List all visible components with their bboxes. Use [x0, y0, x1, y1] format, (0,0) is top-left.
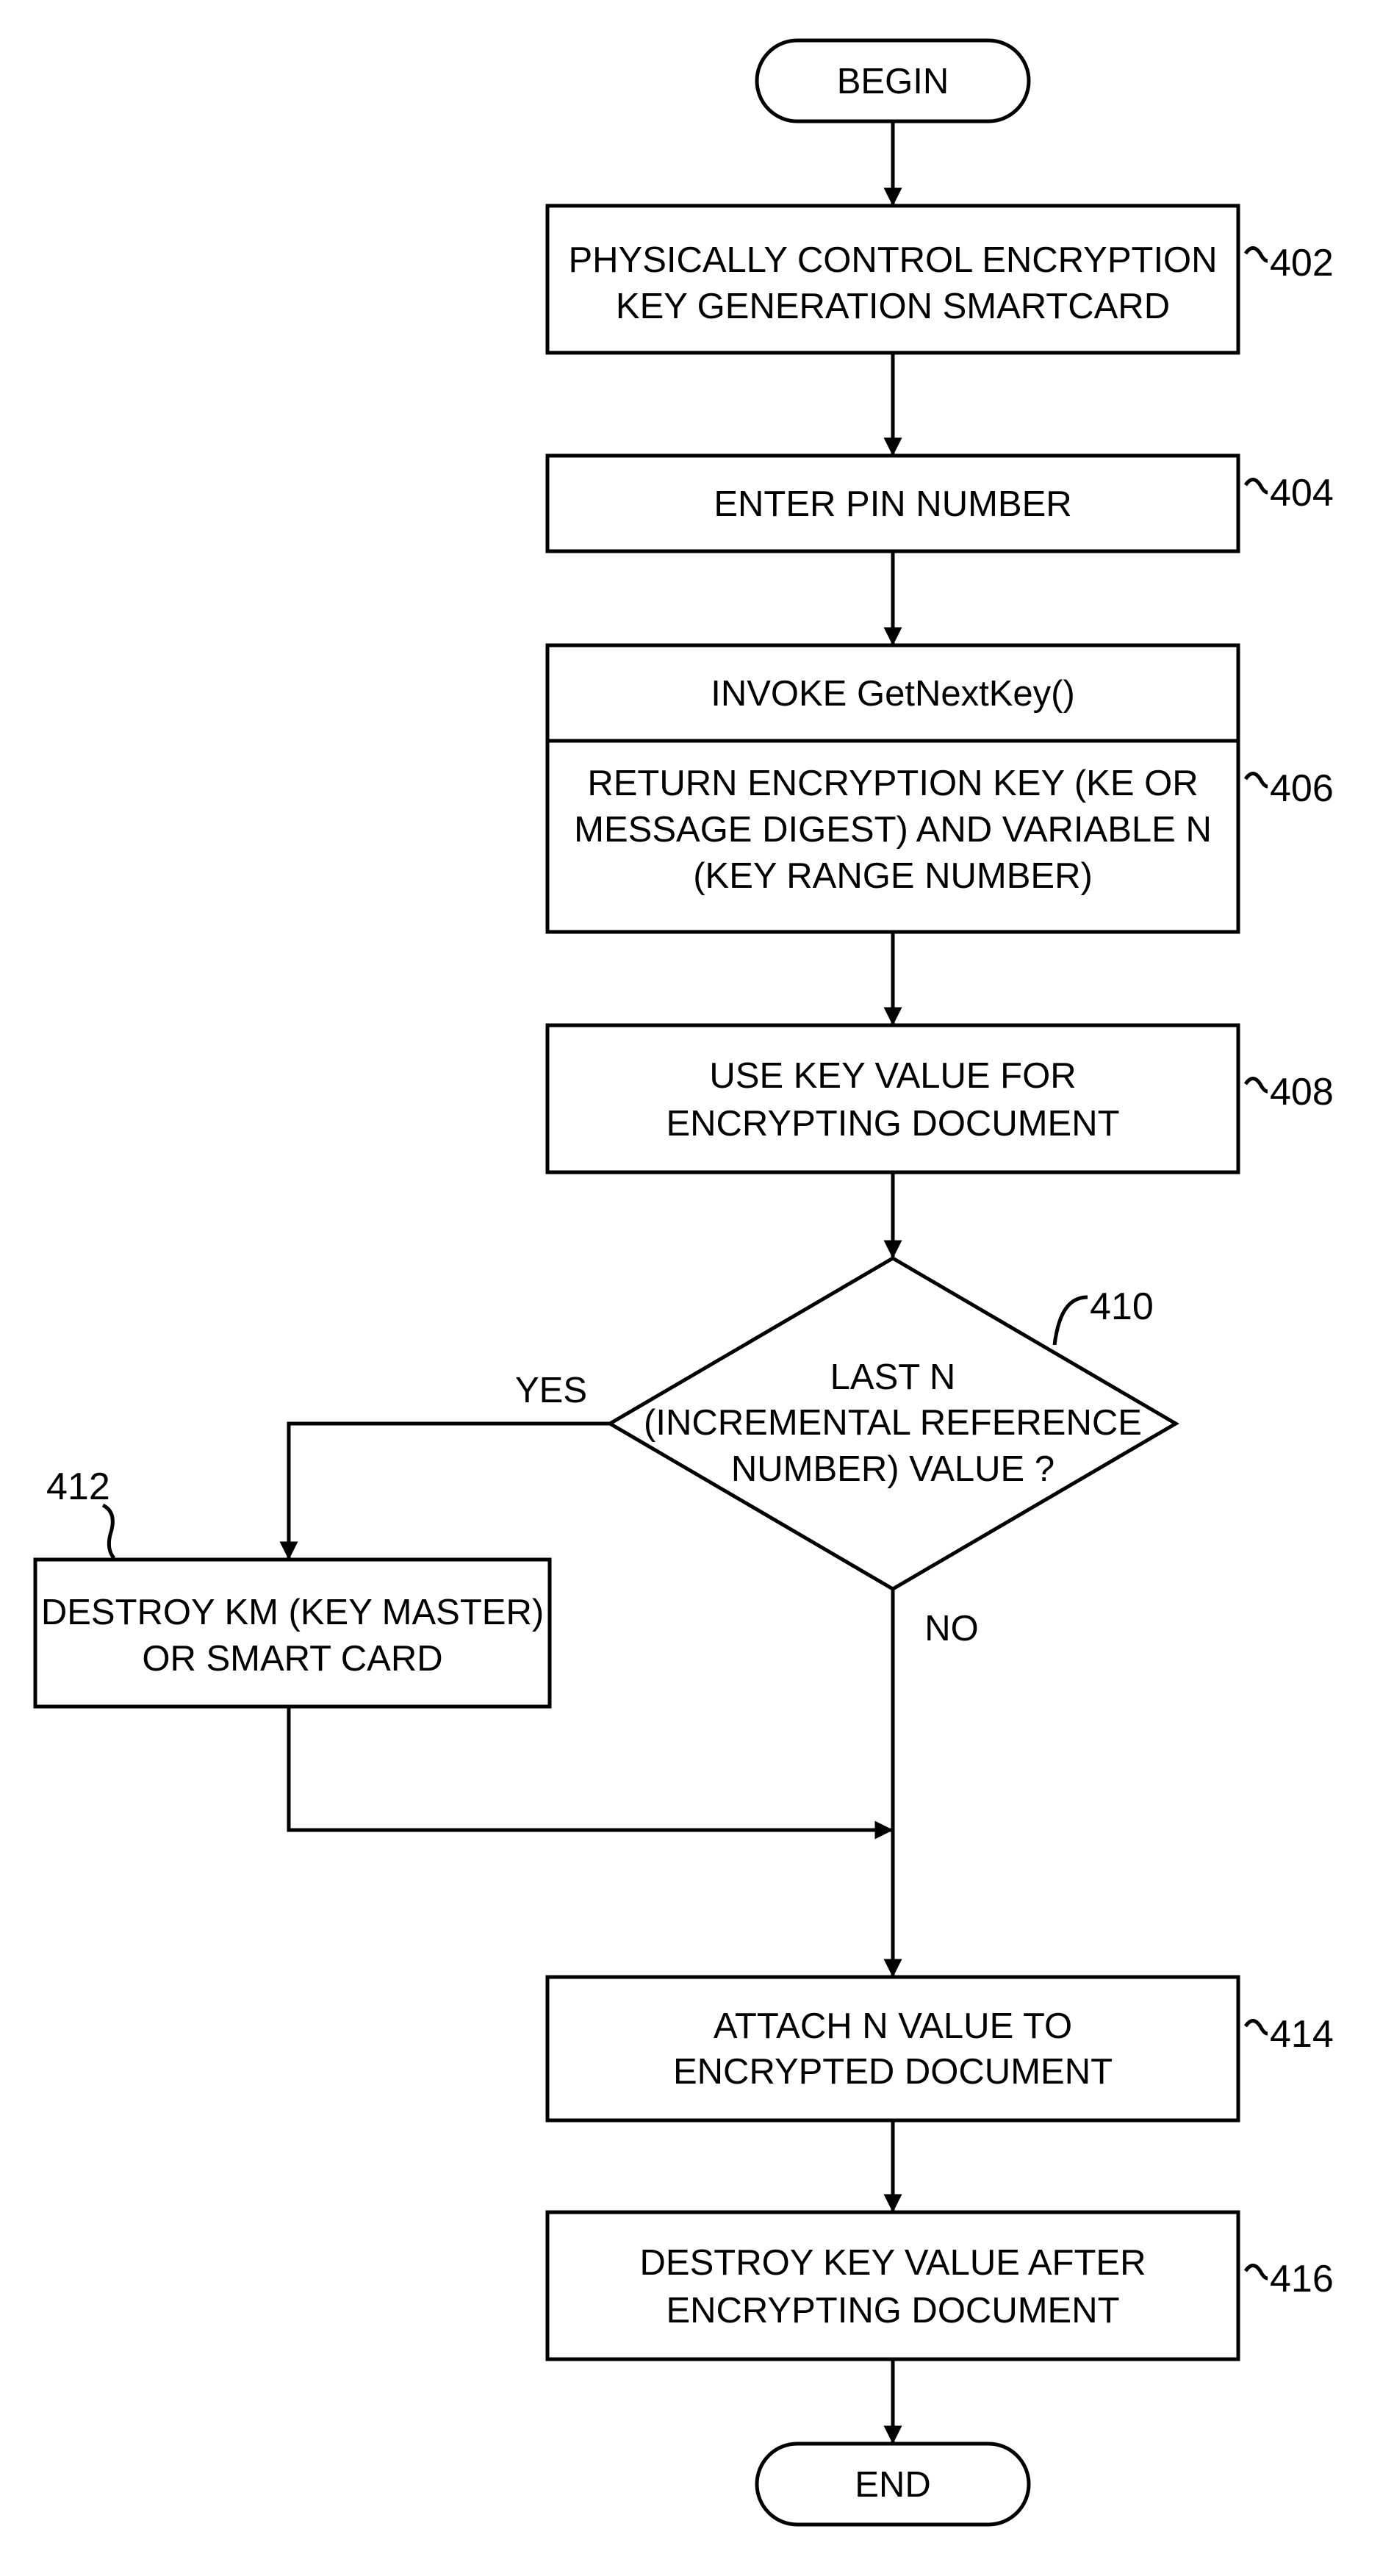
- step-406-line-1: RETURN ENCRYPTION KEY (KE OR: [587, 764, 1198, 803]
- ref-402: 402: [1270, 242, 1334, 284]
- ref-406-leader: [1243, 772, 1268, 789]
- decision-410-line-3: NUMBER) VALUE ?: [731, 1449, 1055, 1489]
- ref-404: 404: [1270, 472, 1334, 514]
- step-406-header: INVOKE GetNextKey(): [711, 674, 1075, 714]
- step-406-line-3: (KEY RANGE NUMBER): [693, 856, 1093, 896]
- step-414-line-1: ATTACH N VALUE TO: [714, 2006, 1072, 2046]
- no-label: NO: [924, 1609, 979, 1648]
- decision-410-line-2: (INCREMENTAL REFERENCE: [644, 1403, 1142, 1443]
- ref-412: 412: [46, 1465, 110, 1508]
- step-412-box: DESTROY KM (KEY MASTER) OR SMART CARD: [33, 1557, 552, 1709]
- ref-406: 406: [1270, 767, 1334, 810]
- step-406-line-2: MESSAGE DIGEST) AND VARIABLE N: [574, 810, 1212, 850]
- end-label: END: [855, 2465, 930, 2505]
- step-404-box: ENTER PIN NUMBER: [545, 453, 1240, 553]
- ref-402-leader: [1243, 246, 1268, 263]
- ref-414-leader: [1243, 2019, 1268, 2036]
- ref-404-leader: [1243, 478, 1268, 495]
- step-408-line-2: ENCRYPTING DOCUMENT: [666, 1104, 1119, 1144]
- step-406-box: INVOKE GetNextKey() RETURN ENCRYPTION KE…: [545, 643, 1240, 934]
- step-408-line-1: USE KEY VALUE FOR: [709, 1056, 1076, 1096]
- step-402-line-2: KEY GENERATION SMARTCARD: [616, 287, 1170, 326]
- ref-412-leader: [101, 1503, 116, 1560]
- ref-414: 414: [1270, 2013, 1334, 2056]
- step-408-box: USE KEY VALUE FOR ENCRYPTING DOCUMENT: [545, 1023, 1240, 1174]
- step-414-line-2: ENCRYPTED DOCUMENT: [673, 2052, 1113, 2092]
- end-terminator: END: [755, 2442, 1031, 2527]
- step-416-line-2: ENCRYPTING DOCUMENT: [666, 2291, 1119, 2331]
- step-412-line-2: OR SMART CARD: [142, 1639, 442, 1679]
- arrow-412-merge: [287, 1707, 894, 1840]
- step-416-line-1: DESTROY KEY VALUE AFTER: [640, 2243, 1146, 2283]
- ref-416: 416: [1270, 2258, 1334, 2300]
- arrow-yes-branch: [279, 1421, 610, 1560]
- step-402-box: PHYSICALLY CONTROL ENCRYPTION KEY GENERA…: [545, 204, 1240, 355]
- yes-label: YES: [515, 1371, 587, 1410]
- step-404-line-1: ENTER PIN NUMBER: [714, 484, 1071, 524]
- decision-410: LAST N (INCREMENTAL REFERENCE NUMBER) VA…: [606, 1256, 1179, 1591]
- decision-410-line-1: LAST N: [830, 1357, 956, 1397]
- step-402-line-1: PHYSICALLY CONTROL ENCRYPTION: [568, 240, 1217, 280]
- ref-416-leader: [1243, 2264, 1268, 2281]
- step-416-box: DESTROY KEY VALUE AFTER ENCRYPTING DOCUM…: [545, 2210, 1240, 2361]
- ref-408: 408: [1270, 1071, 1334, 1113]
- ref-410: 410: [1090, 1285, 1154, 1328]
- begin-label: BEGIN: [837, 62, 949, 101]
- begin-terminator: BEGIN: [755, 38, 1031, 123]
- step-414-box: ATTACH N VALUE TO ENCRYPTED DOCUMENT: [545, 1975, 1240, 2123]
- step-412-line-1: DESTROY KM (KEY MASTER): [41, 1593, 544, 1632]
- ref-410-leader: [1052, 1295, 1088, 1346]
- ref-408-leader: [1243, 1077, 1268, 1094]
